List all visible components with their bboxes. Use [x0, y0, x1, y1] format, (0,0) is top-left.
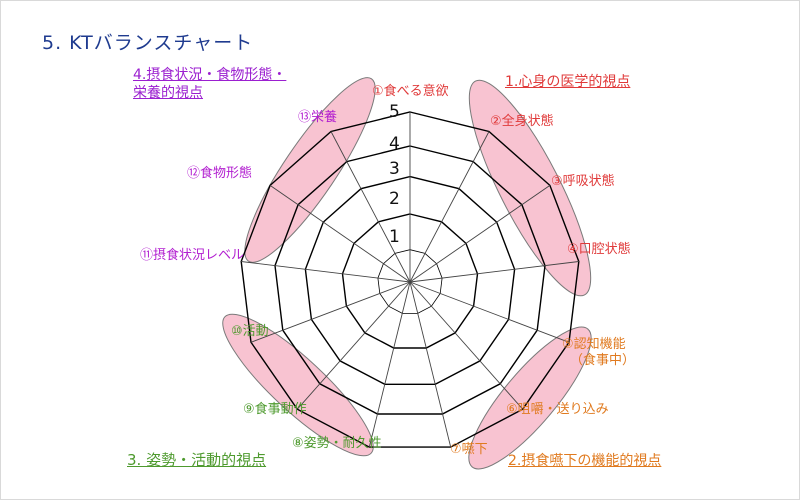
radar-spoke-13 — [330, 131, 411, 283]
item-2-label: ②全身状態 — [490, 114, 554, 129]
item-4-label: ④口腔状態 — [567, 242, 631, 257]
item-7-label: ⑦嚥下 — [450, 442, 488, 457]
group-3-label: 3. 姿勢・活動的視点 — [127, 451, 267, 469]
radar-spoke-6 — [409, 281, 524, 410]
item-10-label: ⑩活動 — [231, 324, 269, 339]
item-11-label: ⑪摂食状況レベル — [140, 248, 245, 263]
group-4-label-line1: 4.摂食状況・食物形態・ — [133, 67, 287, 83]
item-5-label-line2: （食事中） — [570, 353, 636, 368]
radar-spoke-12 — [269, 185, 411, 283]
radar-spoke-9 — [296, 281, 411, 410]
group-1-highlight — [468, 79, 592, 297]
scale-label-1: 1 — [389, 227, 400, 247]
item-3-label: ③呼吸状態 — [551, 174, 615, 189]
item-13-label: ⑬栄養 — [298, 110, 338, 125]
radar-ring-2 — [341, 213, 479, 349]
radar-spoke-7 — [409, 281, 452, 448]
item-6-label: ⑥咀嚼・送り込み — [506, 402, 609, 417]
item-8-label: ⑧姿勢・耐久性 — [292, 436, 382, 451]
radar-spoke-10 — [250, 281, 411, 343]
radar-spoke-3 — [409, 185, 551, 283]
group-2-label: 2.摂食嚥下の機能的視点 — [508, 453, 662, 469]
scale-label-5: 5 — [389, 102, 400, 122]
radar-spoke-5 — [409, 281, 570, 343]
radar-ring-3 — [304, 175, 516, 385]
item-9-label: ⑨食事動作 — [243, 402, 307, 417]
page-title: 5. KTバランスチャート — [42, 32, 254, 54]
radar-spoke-8 — [368, 281, 411, 448]
scale-label-3: 3 — [389, 159, 400, 179]
radar-spoke-4 — [409, 261, 579, 283]
group-3-highlight — [222, 313, 374, 457]
group-1-label: 1.心身の医学的視点 — [505, 74, 631, 90]
radar-ring-5 — [240, 111, 580, 448]
group-4-label: 4.摂食状況・食物形態・ 栄養的視点 — [133, 66, 286, 102]
group-4-label-line2: 栄養的視点 — [133, 85, 203, 101]
radar-ring-1 — [377, 249, 443, 314]
item-5-label-line1: ⑤認知機能 — [562, 337, 626, 352]
radar-web — [240, 111, 580, 448]
scale-label-2: 2 — [389, 189, 400, 209]
item-1-label: ①食べる意欲 — [372, 84, 449, 99]
radar-spoke-11 — [241, 261, 411, 283]
radar-ring-4 — [274, 145, 546, 415]
scale-label-4: 4 — [389, 134, 400, 154]
item-5-label: ⑤認知機能 （食事中） — [562, 337, 635, 369]
group-4-highlight — [244, 77, 376, 263]
item-12-label: ⑫食物形態 — [187, 166, 253, 181]
radar-spoke-2 — [409, 131, 490, 283]
